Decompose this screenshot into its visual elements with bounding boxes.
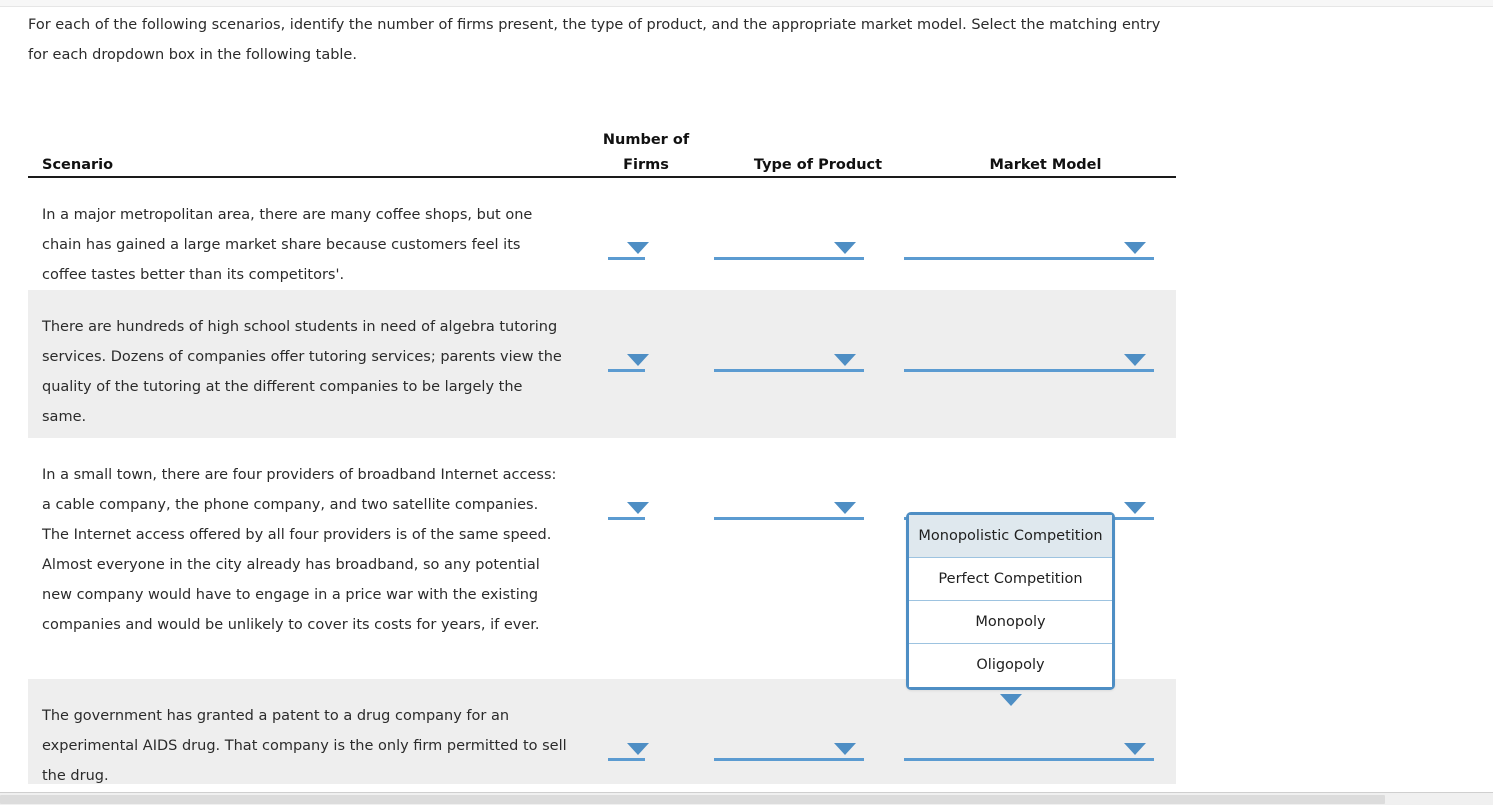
table-row: The government has granted a patent to a… (28, 679, 1176, 784)
chevron-down-icon (1124, 354, 1146, 366)
chevron-down-icon (1124, 743, 1146, 755)
chevron-down-icon (627, 354, 649, 366)
chevron-down-icon (834, 502, 856, 514)
scenario-description: There are hundreds of high school studen… (42, 319, 562, 425)
horizontal-scrollbar-thumb[interactable] (0, 795, 1385, 804)
chevron-down-icon (1124, 502, 1146, 514)
dropdown-number-of-firms[interactable] (608, 741, 649, 761)
dropdown-underline (714, 257, 864, 260)
dropdown-underline (714, 517, 864, 520)
column-header-number-of-firms-line2: Firms (623, 157, 669, 173)
top-strip (0, 0, 1493, 7)
dropdown-type-of-product[interactable] (714, 240, 864, 260)
column-header-number-of-firms: Number of Firms (576, 128, 716, 178)
chevron-down-icon (1124, 242, 1146, 254)
table-row: There are hundreds of high school studen… (28, 290, 1176, 438)
chevron-down-icon (627, 743, 649, 755)
dropdown-type-of-product[interactable] (714, 741, 864, 761)
chevron-down-icon (834, 743, 856, 755)
dropdown-underline (714, 369, 864, 372)
dropdown-option-perfect-competition[interactable]: Perfect Competition (909, 558, 1112, 601)
column-header-scenario: Scenario (42, 157, 114, 173)
chevron-down-icon (627, 242, 649, 254)
dropdown-underline (608, 257, 645, 260)
dropdown-type-of-product[interactable] (714, 500, 864, 520)
instructions-text: For each of the following scenarios, ide… (28, 17, 1161, 63)
dropdown-menu-pointer-icon (1000, 694, 1022, 706)
dropdown-number-of-firms[interactable] (608, 500, 649, 520)
horizontal-scrollbar[interactable] (0, 792, 1493, 805)
column-header-type-of-product: Type of Product (753, 157, 883, 173)
dropdown-type-of-product[interactable] (714, 352, 864, 372)
dropdown-underline (714, 758, 864, 761)
scenario-description: The government has granted a patent to a… (42, 708, 567, 784)
chevron-down-icon (627, 502, 649, 514)
dropdown-underline (608, 517, 645, 520)
dropdown-underline (608, 369, 645, 372)
dropdown-option-monopoly[interactable]: Monopoly (909, 601, 1112, 644)
dropdown-underline (904, 758, 1154, 761)
scenario-description: In a small town, there are four provider… (42, 467, 557, 633)
dropdown-underline (904, 369, 1154, 372)
dropdown-menu-market-model[interactable]: Monopolistic Competition Perfect Competi… (906, 512, 1115, 690)
dropdown-option-monopolistic-competition[interactable]: Monopolistic Competition (909, 515, 1112, 558)
column-header-number-of-firms-line1: Number of (602, 132, 690, 148)
scenario-description: In a major metropolitan area, there are … (42, 207, 533, 283)
dropdown-number-of-firms[interactable] (608, 352, 649, 372)
dropdown-market-model[interactable] (904, 741, 1154, 761)
dropdown-market-model[interactable] (904, 352, 1154, 372)
column-header-market-model: Market Model (989, 157, 1102, 173)
table-header-row: Scenario Number of Firms Type of Product… (28, 128, 1176, 178)
dropdown-number-of-firms[interactable] (608, 240, 649, 260)
dropdown-underline (904, 257, 1154, 260)
dropdown-underline (608, 758, 645, 761)
dropdown-market-model[interactable] (904, 240, 1154, 260)
table-row: In a major metropolitan area, there are … (28, 178, 1176, 290)
chevron-down-icon (834, 354, 856, 366)
dropdown-option-oligopoly[interactable]: Oligopoly (909, 644, 1112, 687)
chevron-down-icon (834, 242, 856, 254)
